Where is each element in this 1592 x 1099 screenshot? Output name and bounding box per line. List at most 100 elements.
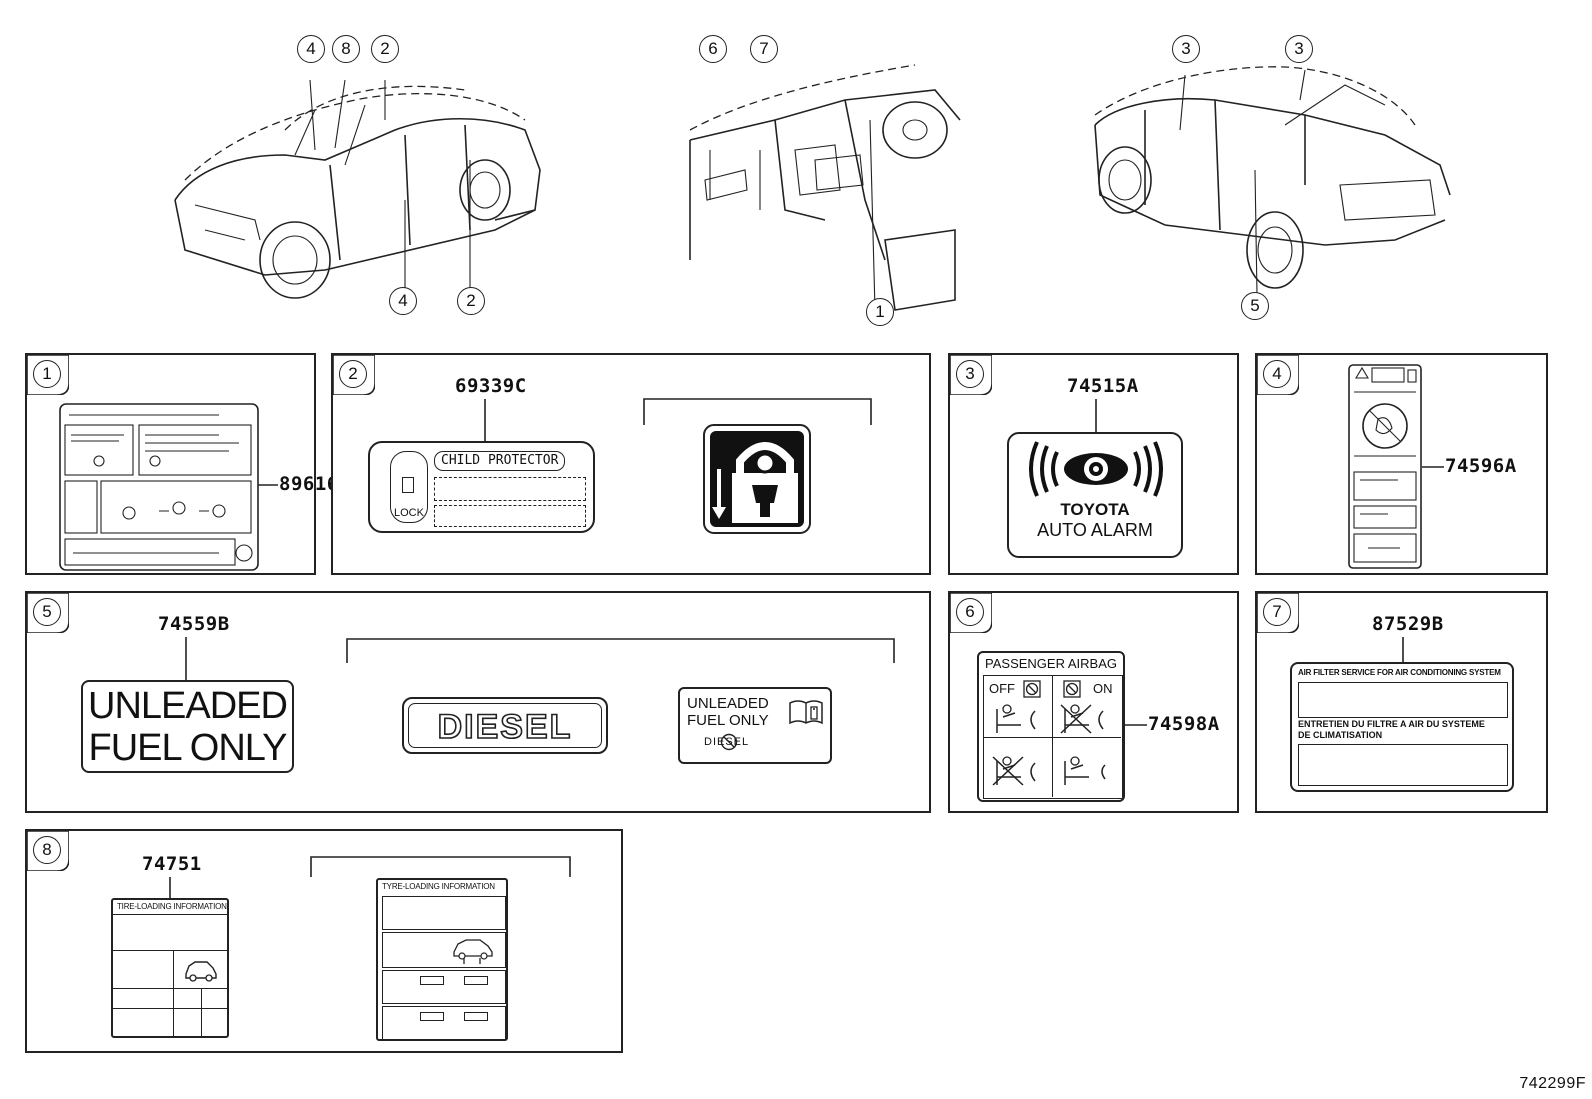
leader-line: [484, 399, 486, 443]
airbag-on-icon: [1063, 680, 1081, 698]
air-filter-line1: AIR FILTER SERVICE FOR AIR CONDITIONING …: [1298, 668, 1501, 677]
unleaded-fuel-label: UNLEADED FUEL ONLY: [81, 680, 294, 773]
panel-6: 6 PASSENGER AIRBAG OFF ON 74598A: [948, 591, 1239, 813]
leader-line: [1125, 724, 1147, 726]
leader-line: [258, 484, 278, 486]
seat-crossed-icon: [1060, 704, 1104, 734]
unleaded-diesel-info-label: UNLEADED FUEL ONLY DIESEL: [678, 687, 832, 764]
callout-3: 3: [1285, 35, 1313, 63]
callout-5: 5: [1241, 292, 1269, 320]
part-number: 87529B: [1372, 613, 1444, 635]
rear-car-illustration: [1094, 66, 1451, 296]
panel-badge: 7: [1257, 593, 1299, 633]
child-lock-icon: [703, 424, 811, 534]
panel-5: 5 74559B UNLEADED FUEL ONLY DIESEL UNLEA…: [25, 591, 931, 813]
air-filter-service-label: AIR FILTER SERVICE FOR AIR CONDITIONING …: [1290, 662, 1514, 792]
diesel-text: DIESEL: [437, 707, 573, 747]
callout-2: 2: [371, 35, 399, 63]
child-protector-label: LOCK CHILD PROTECTOR: [368, 441, 595, 533]
air-filter-line3: DE CLIMATISATION: [1298, 730, 1383, 740]
panel-badge: 2: [333, 355, 375, 395]
leader-line: [169, 877, 171, 899]
passenger-airbag-title: PASSENGER AIRBAG: [985, 656, 1117, 671]
steering-lock-label-drawing: [59, 403, 259, 571]
tire-loading-label: TIRE-LOADING INFORMATION: [111, 898, 229, 1038]
airbag-warning-label-drawing: [1348, 364, 1422, 569]
air-filter-line2: ENTRETIEN DU FILTRE A AIR DU SYSTEME: [1298, 719, 1485, 729]
panel-number: 3: [956, 360, 984, 388]
panel-7: 7 87529B AIR FILTER SERVICE FOR AIR COND…: [1255, 591, 1548, 813]
panel-1: 1 89616: [25, 353, 338, 575]
small-unleaded-text: UNLEADED: [687, 695, 769, 712]
auto-alarm-label: TOYOTA AUTO ALARM: [1007, 432, 1183, 558]
tyre-loading-label: TYRE-LOADING INFORMATION: [376, 878, 508, 1041]
panel-number: 2: [339, 360, 367, 388]
panel-number: 6: [956, 598, 984, 626]
diesel-label: DIESEL: [402, 697, 608, 754]
car-load-icon: [453, 939, 493, 964]
part-number: 74596A: [1445, 455, 1517, 477]
panel-3: 3 74515A TOYOTA AUTO ALARM: [948, 353, 1239, 575]
panel-badge: 4: [1257, 355, 1299, 395]
variant-bracket: [310, 856, 571, 877]
small-diesel-text: DIESEL: [704, 736, 750, 748]
leader-line: [1402, 637, 1404, 663]
part-number: 89616: [279, 473, 339, 495]
tyre-loading-title: TYRE-LOADING INFORMATION: [382, 882, 495, 891]
dashboard-illustration: [689, 64, 961, 311]
toyota-text: TOYOTA: [1060, 500, 1130, 519]
variant-bracket: [346, 638, 895, 663]
no-diesel-icon: [720, 733, 738, 751]
child-seat-icon: [1064, 756, 1106, 785]
callout-7: 7: [750, 35, 778, 63]
child-protector-text: CHILD PROTECTOR: [434, 451, 566, 471]
off-text: OFF: [989, 681, 1015, 696]
panel-number: 1: [33, 360, 61, 388]
panel-number: 5: [33, 598, 61, 626]
callout-4: 4: [389, 287, 417, 315]
callout-2: 2: [457, 287, 485, 315]
panel-badge: 1: [27, 355, 69, 395]
panel-4: 4 74596A: [1255, 353, 1548, 575]
seat-icon: [996, 704, 1036, 733]
child-seat-crossed-icon: [992, 756, 1036, 786]
panel-number: 8: [33, 836, 61, 864]
variant-bracket: [643, 398, 872, 425]
diagram-code: 742299F: [1519, 1075, 1586, 1092]
part-number: 74559B: [158, 613, 230, 635]
panel-number: 4: [1263, 360, 1291, 388]
part-number: 74598A: [1148, 713, 1220, 735]
fuel-only-text: FUEL ONLY: [88, 727, 288, 769]
unleaded-text: UNLEADED: [88, 685, 288, 727]
panel-badge: 8: [27, 831, 69, 871]
car-icon: [185, 961, 217, 982]
alarm-siren-icon: [1029, 441, 1163, 497]
panel-number: 7: [1263, 598, 1291, 626]
leader-line: [1422, 466, 1444, 468]
part-number: 74751: [142, 853, 202, 875]
manual-book-icon: [789, 700, 823, 725]
part-number: 74515A: [1067, 375, 1139, 397]
auto-alarm-text: AUTO ALARM: [1037, 520, 1153, 540]
callout-4: 4: [297, 35, 325, 63]
lock-text: LOCK: [394, 507, 424, 519]
part-number: 69339C: [455, 375, 527, 397]
front-car-illustration: [174, 79, 541, 299]
callout-6: 6: [699, 35, 727, 63]
leader-line: [185, 637, 187, 681]
tire-loading-title: TIRE-LOADING INFORMATION: [117, 902, 227, 911]
panel-8: 8 74751 TIRE-LOADING INFORMATION TYRE-LO…: [25, 829, 623, 1053]
callout-3: 3: [1172, 35, 1200, 63]
panel-badge: 6: [950, 593, 992, 633]
panel-badge: 3: [950, 355, 992, 395]
leader-line: [1095, 399, 1097, 433]
callout-8: 8: [332, 35, 360, 63]
small-fuel-only-text: FUEL ONLY: [687, 712, 769, 729]
on-text: ON: [1093, 681, 1113, 696]
panel-badge: 5: [27, 593, 69, 633]
panel-2: 2 69339C LOCK CHILD PROTECTOR: [331, 353, 931, 575]
airbag-off-icon: [1023, 680, 1041, 698]
callout-1: 1: [866, 298, 894, 326]
passenger-airbag-label: PASSENGER AIRBAG OFF ON: [977, 651, 1125, 802]
